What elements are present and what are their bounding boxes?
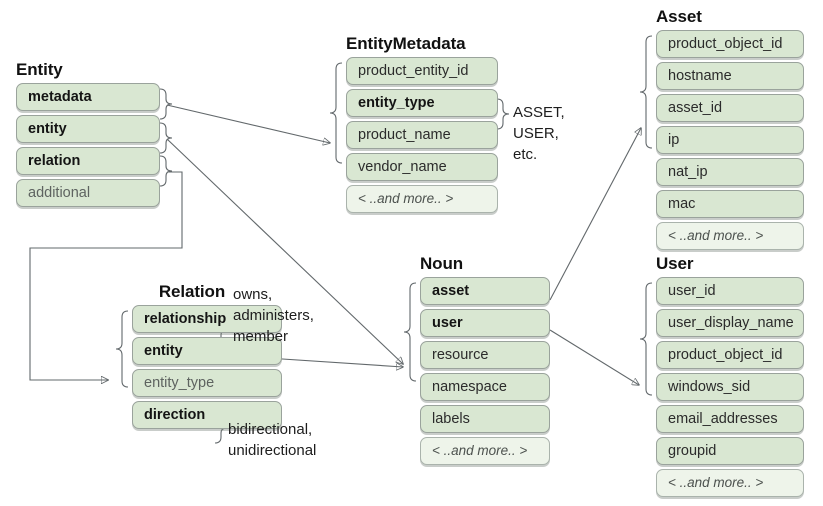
link-user-to-user <box>549 329 639 385</box>
field-noun-and-more[interactable]: < ..and more.. > <box>420 437 550 465</box>
field-em-and-more[interactable]: < ..and more.. > <box>346 185 498 213</box>
field-asset-and-more[interactable]: < ..and more.. > <box>656 222 804 250</box>
group-user: User user_id user_display_name product_o… <box>656 254 804 501</box>
group-entity-metadata: EntityMetadata product_entity_id entity_… <box>346 34 498 217</box>
field-em-entity-type[interactable]: entity_type <box>346 89 498 117</box>
field-user-and-more[interactable]: < ..and more.. > <box>656 469 804 497</box>
field-asset-hostname[interactable]: hostname <box>656 62 804 90</box>
brace-user-left <box>639 282 653 396</box>
group-entity-metadata-rows: product_entity_id entity_type product_na… <box>346 57 498 213</box>
field-user-email-addresses[interactable]: email_addresses <box>656 405 804 433</box>
field-user-product-object-id[interactable]: product_object_id <box>656 341 804 369</box>
group-relation-title: Relation <box>158 282 226 301</box>
group-entity-rows: metadata entity relation additional <box>16 83 160 207</box>
group-asset-title: Asset <box>656 7 702 26</box>
group-entity-title: Entity <box>16 60 63 79</box>
field-user-groupid[interactable]: groupid <box>656 437 804 465</box>
annotation-direction-values: bidirectional, unidirectional <box>228 421 317 459</box>
group-relation: Relation relationship entity entity_type… <box>132 282 282 433</box>
field-noun-user[interactable]: user <box>420 309 550 337</box>
field-em-vendor-name[interactable]: vendor_name <box>346 153 498 181</box>
field-user-display-name[interactable]: user_display_name <box>656 309 804 337</box>
group-noun: Noun asset user resource namespace label… <box>420 254 550 469</box>
group-entity: Entity metadata entity relation addition… <box>16 60 160 211</box>
group-noun-rows: asset user resource namespace labels < .… <box>420 277 550 465</box>
brace-relation-left <box>115 310 129 388</box>
field-relation-entity-type[interactable]: entity_type <box>132 369 282 397</box>
field-entity-relation[interactable]: relation <box>16 147 160 175</box>
field-asset-nat-ip[interactable]: nat_ip <box>656 158 804 186</box>
group-asset-rows: product_object_id hostname asset_id ip n… <box>656 30 804 250</box>
field-user-windows-sid[interactable]: windows_sid <box>656 373 804 401</box>
field-relation-entity[interactable]: entity <box>132 337 282 365</box>
annotation-relationship-values: owns, administers, member <box>233 286 314 345</box>
brace-entity-type <box>496 98 510 130</box>
field-noun-asset[interactable]: asset <box>420 277 550 305</box>
link-metadata-to-entitymetadata <box>166 104 330 143</box>
field-noun-labels[interactable]: labels <box>420 405 550 433</box>
brace-noun-left <box>403 282 417 382</box>
group-entity-metadata-title: EntityMetadata <box>346 34 466 53</box>
field-noun-resource[interactable]: resource <box>420 341 550 369</box>
field-em-product-name[interactable]: product_name <box>346 121 498 149</box>
group-user-rows: user_id user_display_name product_object… <box>656 277 804 497</box>
field-em-product-entity-id[interactable]: product_entity_id <box>346 57 498 85</box>
brace-entity-relation <box>159 155 173 187</box>
field-asset-asset-id[interactable]: asset_id <box>656 94 804 122</box>
brace-entity-metadata <box>159 88 173 120</box>
group-asset: Asset product_object_id hostname asset_i… <box>656 7 804 254</box>
field-relation-relationship[interactable]: relationship <box>132 305 282 333</box>
field-relation-direction[interactable]: direction <box>132 401 282 429</box>
field-entity-additional[interactable]: additional <box>16 179 160 207</box>
group-user-title: User <box>656 254 694 273</box>
annotation-entity-type-values: ASSET, USER, etc. <box>513 104 565 163</box>
brace-asset-left <box>639 35 653 149</box>
field-asset-ip[interactable]: ip <box>656 126 804 154</box>
brace-entity-entity <box>159 122 173 154</box>
group-noun-title: Noun <box>420 254 464 273</box>
field-asset-mac[interactable]: mac <box>656 190 804 218</box>
brace-entitymetadata-left <box>329 62 343 164</box>
field-asset-product-object-id[interactable]: product_object_id <box>656 30 804 58</box>
field-entity-metadata[interactable]: metadata <box>16 83 160 111</box>
field-user-user-id[interactable]: user_id <box>656 277 804 305</box>
group-relation-rows: relationship entity entity_type directio… <box>132 305 282 429</box>
field-noun-namespace[interactable]: namespace <box>420 373 550 401</box>
field-entity-entity[interactable]: entity <box>16 115 160 143</box>
